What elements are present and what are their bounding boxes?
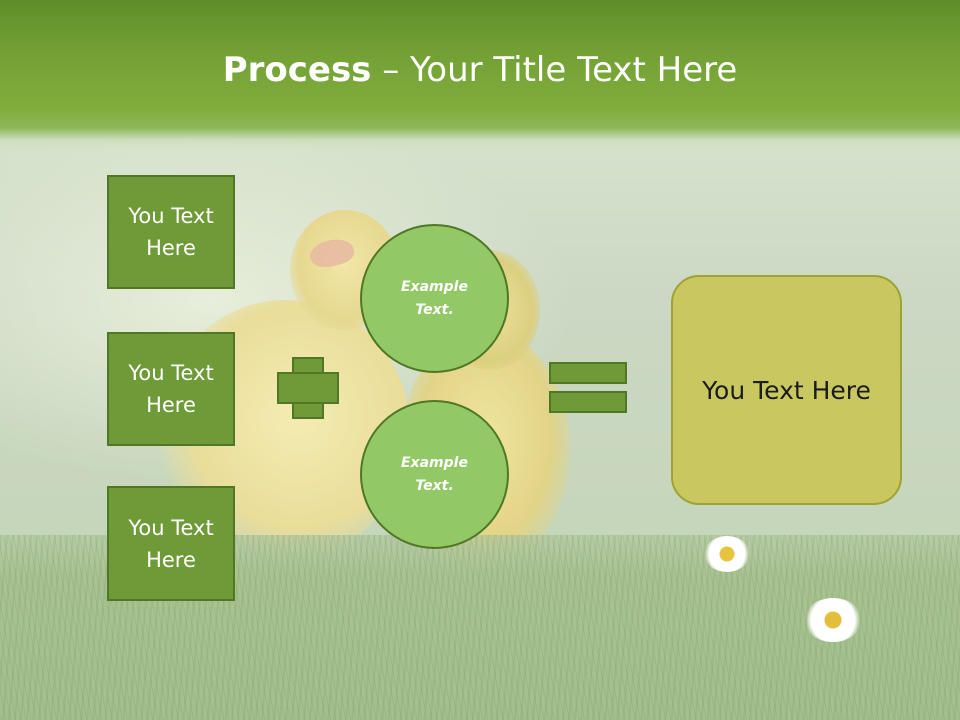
plus-icon-center <box>294 374 322 402</box>
daisy-image-2 <box>804 598 862 642</box>
slide-title[interactable]: Process – Your Title Text Here <box>0 50 960 90</box>
title-rest-text: – Your Title Text Here <box>371 50 738 90</box>
title-band <box>0 0 960 150</box>
text-box-1[interactable]: You Text Here <box>107 175 235 289</box>
text-box-3[interactable]: You Text Here <box>107 486 235 601</box>
result-label: You Text Here <box>702 375 871 405</box>
result-box[interactable]: You Text Here <box>671 275 902 505</box>
example-circle-2[interactable]: Example Text. <box>360 400 509 549</box>
equals-icon-lower <box>549 391 627 413</box>
title-bold-text: Process <box>222 50 372 90</box>
example-circle-1[interactable]: Example Text. <box>360 224 509 373</box>
text-box-2[interactable]: You Text Here <box>107 332 235 446</box>
text-box-label: You Text Here <box>128 204 214 260</box>
circle-label: Example Text. <box>401 278 468 318</box>
text-box-label: You Text Here <box>128 361 214 417</box>
equals-icon <box>549 362 627 384</box>
text-box-label: You Text Here <box>128 515 214 572</box>
daisy-image <box>704 536 750 572</box>
circle-label: Example Text. <box>401 454 468 494</box>
